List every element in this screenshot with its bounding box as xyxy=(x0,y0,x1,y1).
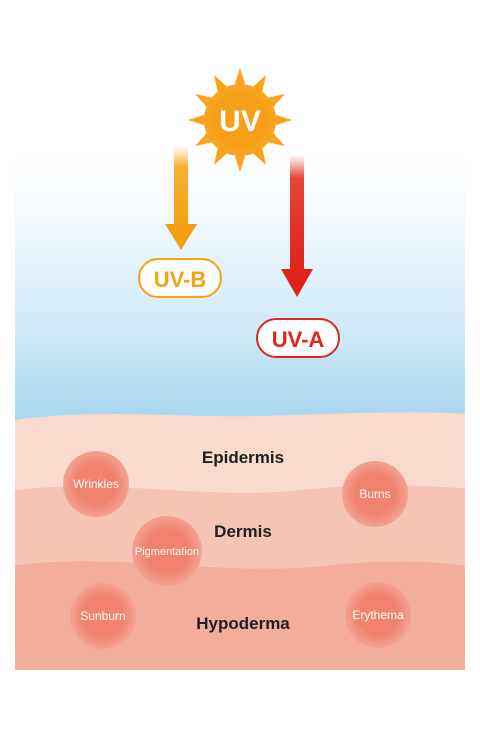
sun-ray xyxy=(234,68,246,86)
sun-ray xyxy=(274,114,292,126)
burns-spot: Burns xyxy=(342,461,408,527)
dermis-label: Dermis xyxy=(214,522,272,541)
uva-arrow xyxy=(281,155,313,297)
uva-label: UV-A xyxy=(272,327,325,352)
epidermis-label: Epidermis xyxy=(202,448,284,467)
sunburn-spot: Sunburn xyxy=(70,583,136,649)
pigmentation-spot: Pigmentation xyxy=(132,516,202,586)
hypoderma-layer xyxy=(15,561,465,670)
uvb-badge: UV-B xyxy=(138,258,222,298)
sun-icon xyxy=(188,68,292,172)
pigmentation-label: Pigmentation xyxy=(135,546,199,558)
sky-background xyxy=(15,155,465,425)
erythema-spot: Erythema xyxy=(345,582,411,648)
sun-ray xyxy=(234,154,246,172)
wrinkles-spot: Wrinkles xyxy=(63,451,129,517)
burns-label: Burns xyxy=(359,487,390,501)
sunburn-label: Sunburn xyxy=(80,609,125,623)
hypoderma-label: Hypoderma xyxy=(196,614,290,633)
sun-ray xyxy=(188,114,206,126)
uva-badge: UV-A xyxy=(256,318,340,358)
erythema-label: Erythema xyxy=(352,608,404,622)
sun-label: UV xyxy=(219,105,261,138)
wrinkles-label: Wrinkles xyxy=(73,477,119,491)
uvb-label: UV-B xyxy=(154,267,207,292)
uvb-arrow xyxy=(165,146,197,250)
